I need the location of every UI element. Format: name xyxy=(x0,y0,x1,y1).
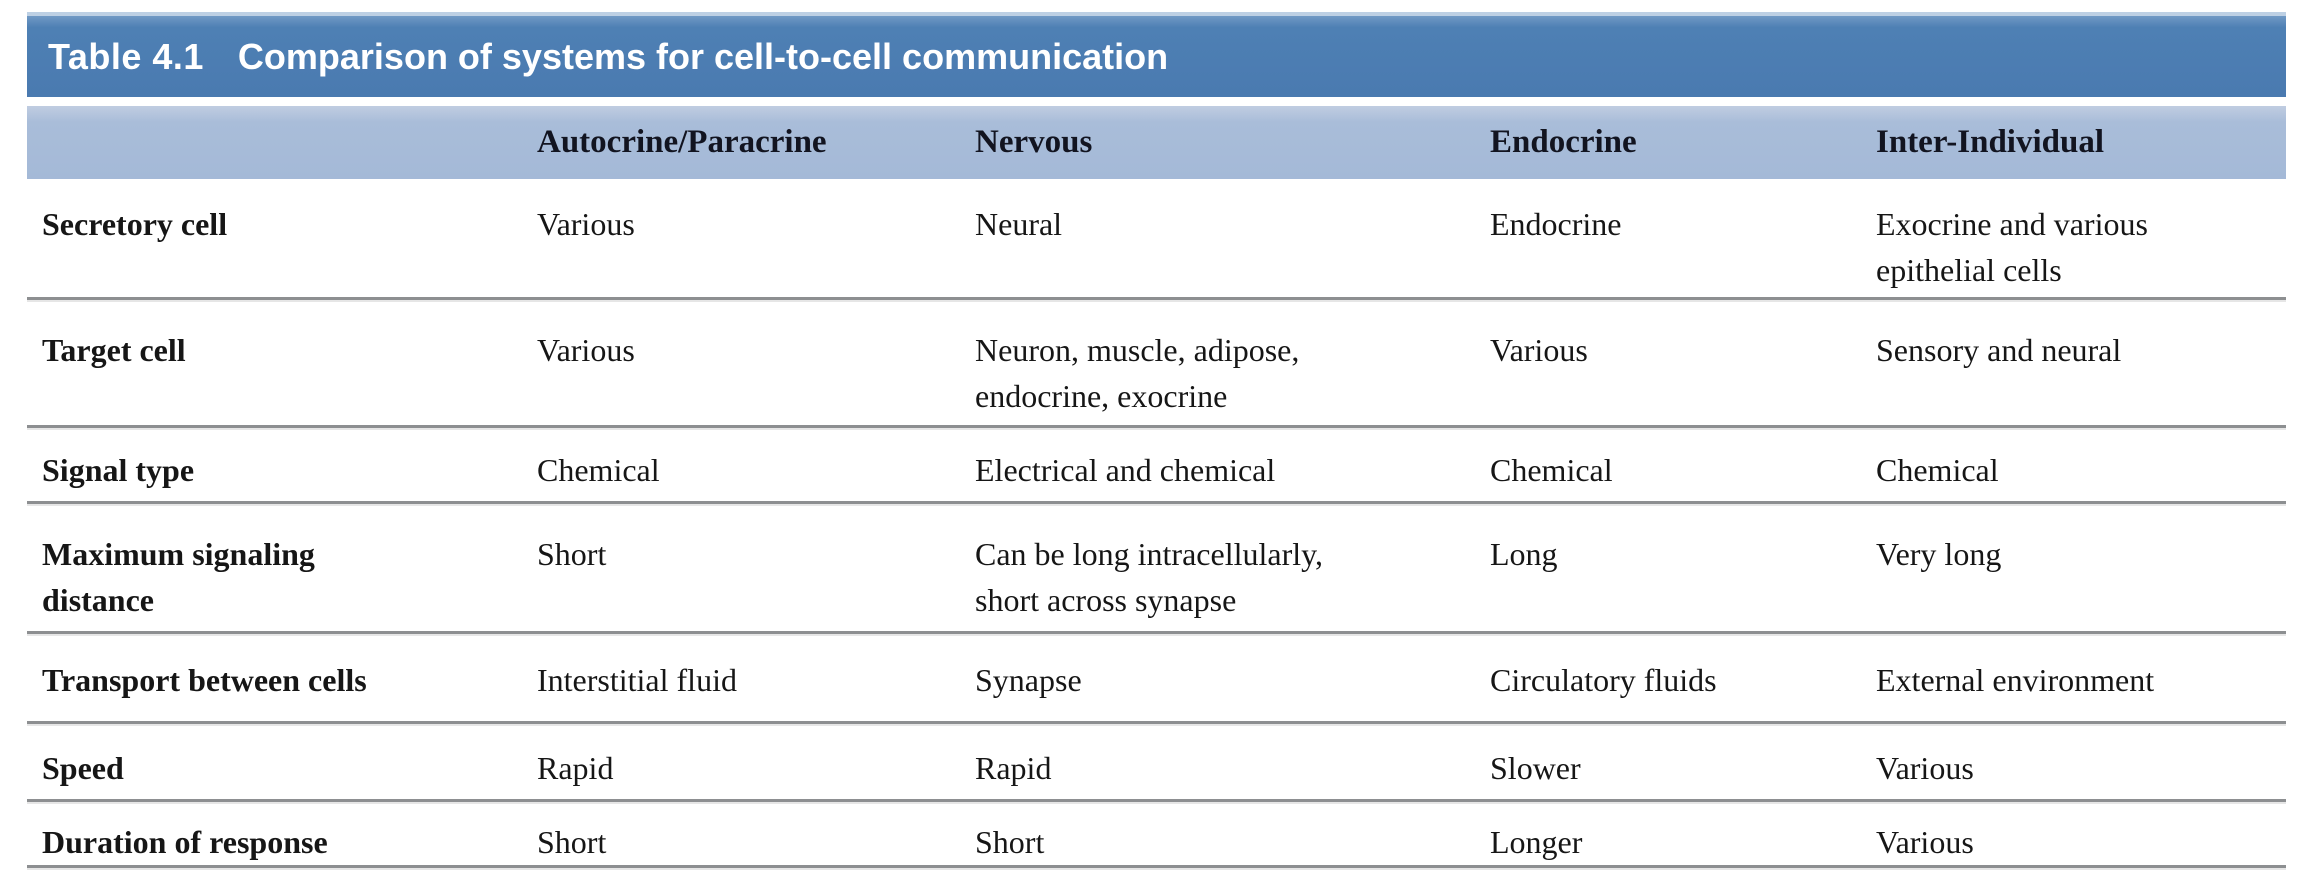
table-cell: Electrical and chemical xyxy=(975,452,1276,488)
header-cell-nervous: Nervous xyxy=(975,124,1093,161)
table-cell: Short xyxy=(537,536,607,572)
row-label: Transport between cells xyxy=(42,662,367,698)
table-cell: Slower xyxy=(1490,750,1581,786)
table-row-target-cell: Target cell Various Neuron, muscle, adip… xyxy=(27,303,2286,425)
table-number: Table 4.1 xyxy=(48,35,204,77)
table-row-duration-of-response: Duration of response Short Short Longer … xyxy=(27,805,2286,865)
table-cell: External environment xyxy=(1876,662,2155,698)
table-cell: Chemical xyxy=(1490,452,1613,488)
table-row-maximum-signaling-distance: Maximum signaling distance Short Can be … xyxy=(27,507,2286,631)
table-cell: Short xyxy=(537,824,607,860)
row-divider xyxy=(27,297,2286,303)
row-label: Maximum signaling distance xyxy=(42,536,315,619)
header-row: Autocrine/Paracrine Nervous Endocrine In… xyxy=(27,106,2286,179)
table-cell: Endocrine xyxy=(1490,206,1622,242)
table-cell: Longer xyxy=(1490,824,1583,860)
table-cell: Long xyxy=(1490,536,1558,572)
table-cell: Rapid xyxy=(975,750,1052,786)
table-cell: Various xyxy=(1876,824,1974,860)
table-row-signal-type: Signal type Chemical Electrical and chem… xyxy=(27,431,2286,501)
table-cell: Various xyxy=(1876,750,1974,786)
row-divider xyxy=(27,501,2286,507)
table-row-speed: Speed Rapid Rapid Slower Various xyxy=(27,727,2286,799)
table-cell: Synapse xyxy=(975,662,1082,698)
table-title: Comparison of systems for cell-to-cell c… xyxy=(237,35,1169,77)
row-divider xyxy=(27,425,2286,431)
table-row-secretory-cell: Secretory cell Various Neural Endocrine … xyxy=(27,179,2286,297)
header-cell-inter-individual: Inter-Individual xyxy=(1876,124,2105,161)
table-title-bar: Table 4.1 Comparison of systems for cell… xyxy=(27,12,2286,97)
table-cell: Various xyxy=(537,206,635,242)
table-row-transport-between-cells: Transport between cells Interstitial flu… xyxy=(27,637,2286,721)
row-label: Duration of response xyxy=(42,824,328,860)
table-cell: Circulatory fluids xyxy=(1490,662,1717,698)
table-cell: Various xyxy=(537,332,635,368)
table-cell: Short xyxy=(975,824,1045,860)
row-divider xyxy=(27,631,2286,637)
table-cell: Chemical xyxy=(537,452,660,488)
row-divider xyxy=(27,865,2286,871)
row-label: Signal type xyxy=(42,452,195,488)
table-cell: Rapid xyxy=(537,750,614,786)
row-label: Secretory cell xyxy=(42,206,228,242)
comparison-table: Table 4.1 Comparison of systems for cell… xyxy=(27,12,2286,871)
header-cell-endocrine: Endocrine xyxy=(1490,124,1637,161)
table-cell: Exocrine and various epithelial cells xyxy=(1876,206,2148,289)
table-cell: Sensory and neural xyxy=(1876,332,2122,368)
table-cell: Neural xyxy=(975,206,1063,242)
header-cell-autocrine-paracrine: Autocrine/Paracrine xyxy=(537,124,827,161)
table-cell: Interstitial fluid xyxy=(537,662,737,698)
row-divider xyxy=(27,799,2286,805)
table-cell: Various xyxy=(1490,332,1588,368)
table-cell: Neuron, muscle, adipose, endocrine, exoc… xyxy=(975,332,1300,415)
row-label: Target cell xyxy=(42,332,186,368)
table-cell: Chemical xyxy=(1876,452,1999,488)
table-cell: Can be long intracellularly, short acros… xyxy=(975,536,1324,619)
table-cell: Very long xyxy=(1876,536,2002,572)
row-label: Speed xyxy=(42,750,124,786)
row-divider xyxy=(27,721,2286,727)
title-gap xyxy=(27,97,2286,106)
